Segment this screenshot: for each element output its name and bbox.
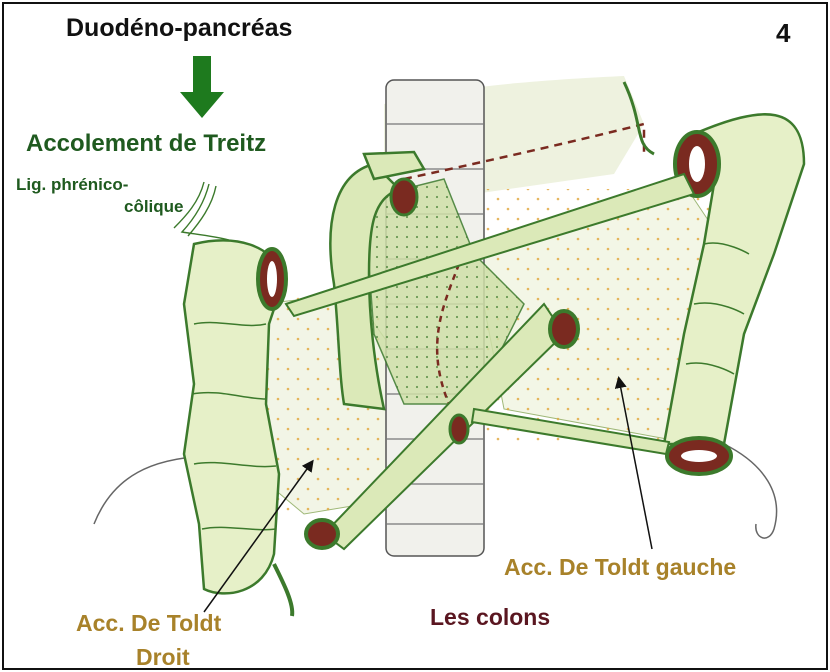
label-ligament-line2: côlique: [124, 197, 184, 217]
label-treitz: Accolement de Treitz: [26, 130, 266, 158]
label-toldt-right-line2: Droit: [136, 644, 190, 670]
figure-title: Duodéno-pancréas: [66, 14, 292, 43]
label-toldt-left: Acc. De Toldt gauche: [504, 554, 736, 581]
label-ligament-line1: Lig. phrénico-: [16, 175, 128, 195]
label-toldt-right-line1: Acc. De Toldt: [76, 610, 221, 637]
figure-number: 4: [776, 18, 790, 49]
appendix: [274, 564, 292, 616]
mid-bowel-cut: [450, 415, 468, 443]
duodenum-cut: [391, 179, 417, 215]
label-colons: Les colons: [430, 604, 550, 631]
jejunum-cut: [550, 311, 578, 347]
down-arrow-icon: [180, 56, 224, 118]
ileum-cut: [306, 520, 338, 548]
